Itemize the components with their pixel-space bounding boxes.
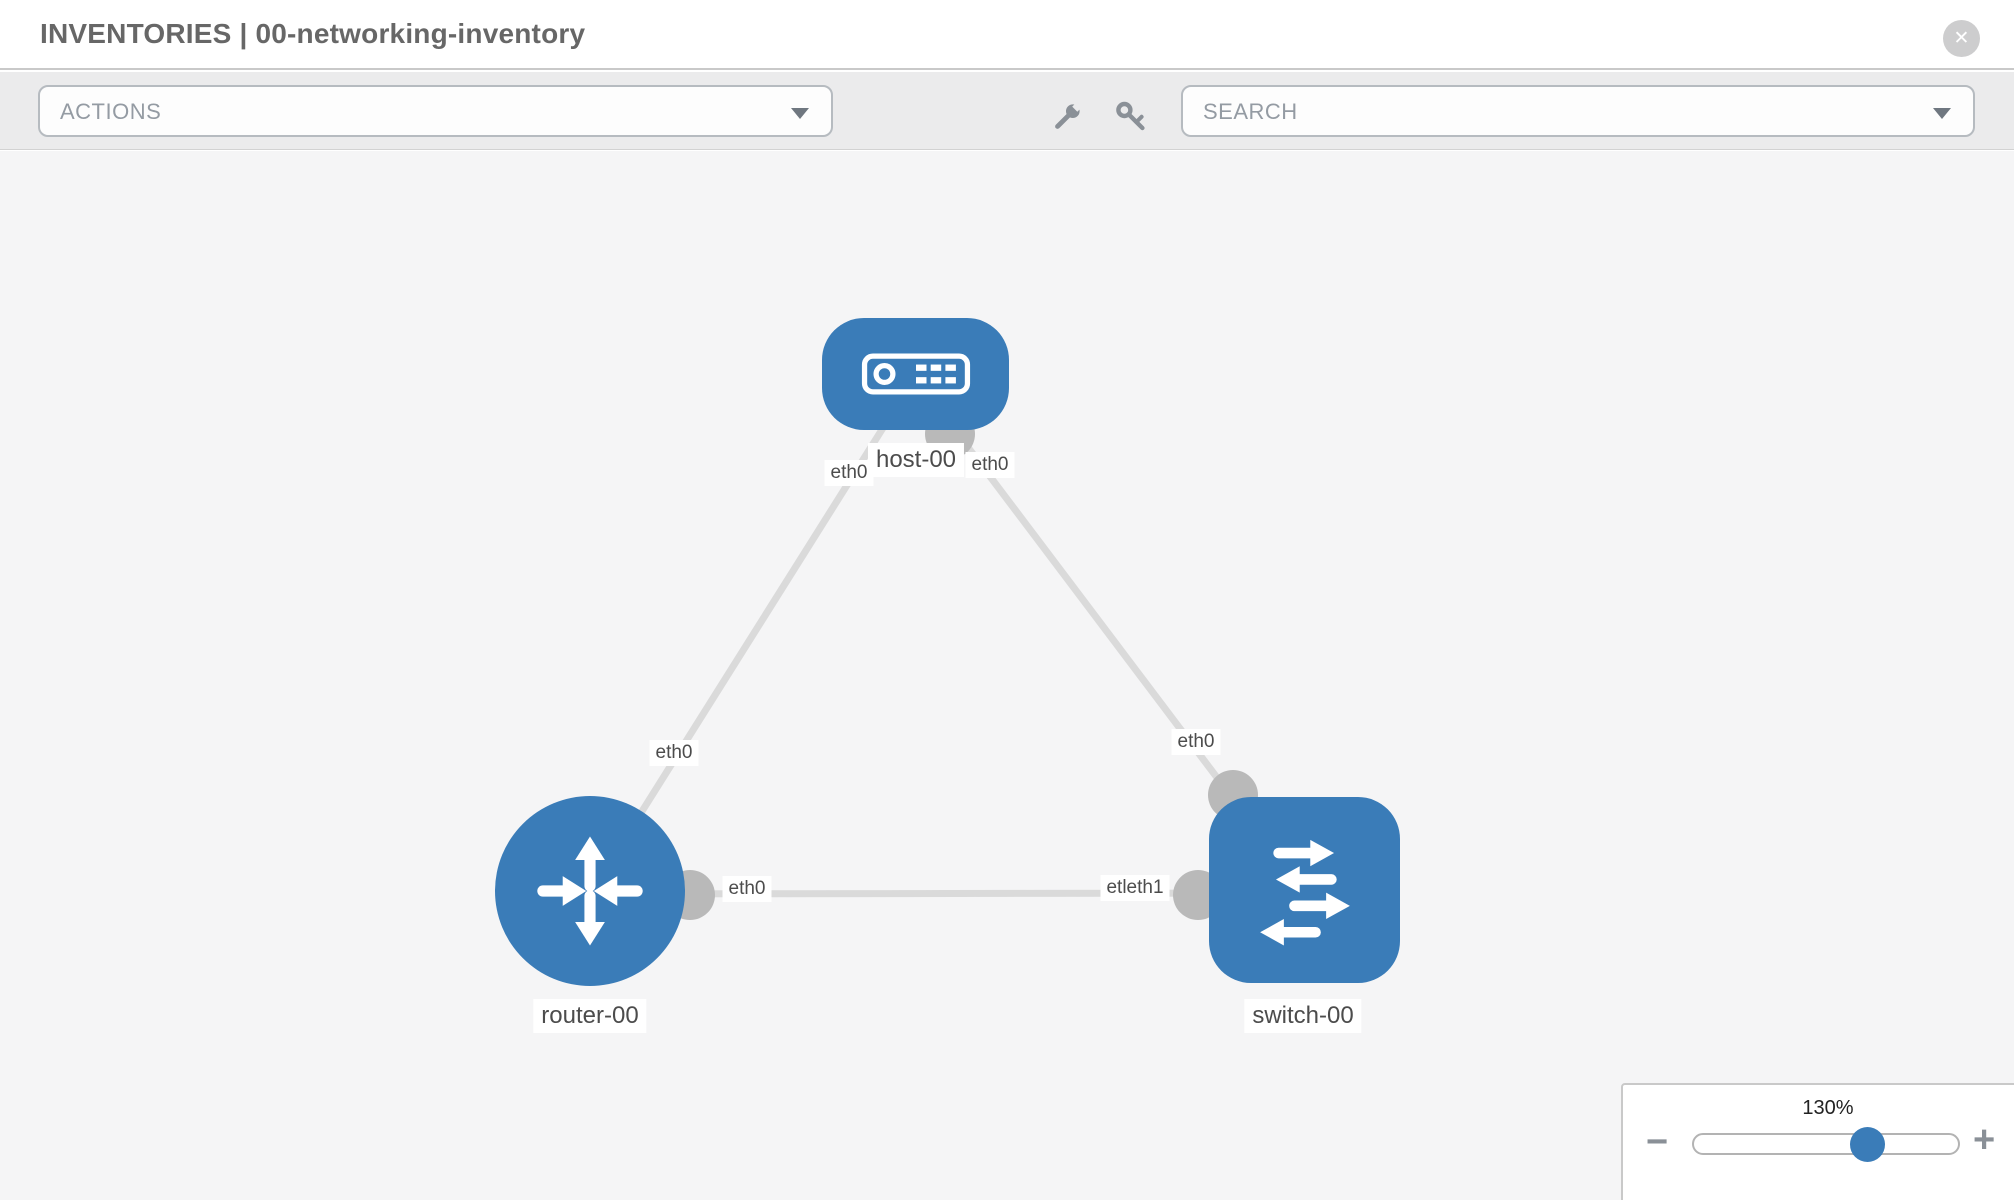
node-label-router: router-00 bbox=[533, 999, 647, 1033]
interface-label: eth0 bbox=[824, 460, 874, 486]
node-router-00[interactable] bbox=[495, 796, 685, 986]
interface-label: eth0 bbox=[965, 452, 1015, 478]
node-host-00[interactable] bbox=[822, 318, 1009, 430]
router-icon bbox=[537, 836, 643, 946]
toolbar: ACTIONS SEARCH bbox=[0, 72, 2014, 150]
header: INVENTORIES | 00-networking-inventory ✕ bbox=[0, 0, 2014, 70]
zoom-slider-knob[interactable] bbox=[1850, 1127, 1885, 1162]
search-dropdown[interactable]: SEARCH bbox=[1181, 85, 1975, 137]
close-icon[interactable]: ✕ bbox=[1943, 20, 1980, 57]
zoom-slider[interactable] bbox=[1692, 1127, 1960, 1162]
actions-dropdown[interactable]: ACTIONS bbox=[38, 85, 833, 137]
topology-canvas[interactable]: host-00 router-00 switch-00 eth0 eth0 et… bbox=[0, 151, 2014, 1200]
node-label-host: host-00 bbox=[867, 443, 965, 477]
chevron-down-icon bbox=[1933, 108, 1951, 119]
zoom-control-panel: 130% − + bbox=[1621, 1083, 2014, 1200]
page-title: INVENTORIES | 00-networking-inventory bbox=[40, 18, 586, 49]
node-label-switch: switch-00 bbox=[1244, 999, 1362, 1033]
chevron-down-icon bbox=[791, 108, 809, 119]
zoom-out-button[interactable]: − bbox=[1646, 1121, 1669, 1163]
wrench-icon[interactable] bbox=[1046, 98, 1086, 138]
links-layer bbox=[587, 374, 1307, 920]
zoom-level-value: 130% bbox=[1802, 1097, 1854, 1119]
host-icon bbox=[861, 353, 970, 395]
switch-icon bbox=[1259, 839, 1350, 946]
interface-label: etleth1 bbox=[1100, 875, 1170, 901]
node-switch-00[interactable] bbox=[1209, 797, 1400, 983]
actions-dropdown-label: ACTIONS bbox=[60, 99, 162, 124]
key-icon[interactable] bbox=[1112, 98, 1152, 138]
interface-label: eth0 bbox=[649, 740, 699, 766]
zoom-in-button[interactable]: + bbox=[1973, 1119, 1996, 1161]
interface-label: eth0 bbox=[1171, 729, 1221, 755]
interface-label: eth0 bbox=[722, 876, 772, 902]
search-dropdown-label: SEARCH bbox=[1203, 99, 1298, 124]
